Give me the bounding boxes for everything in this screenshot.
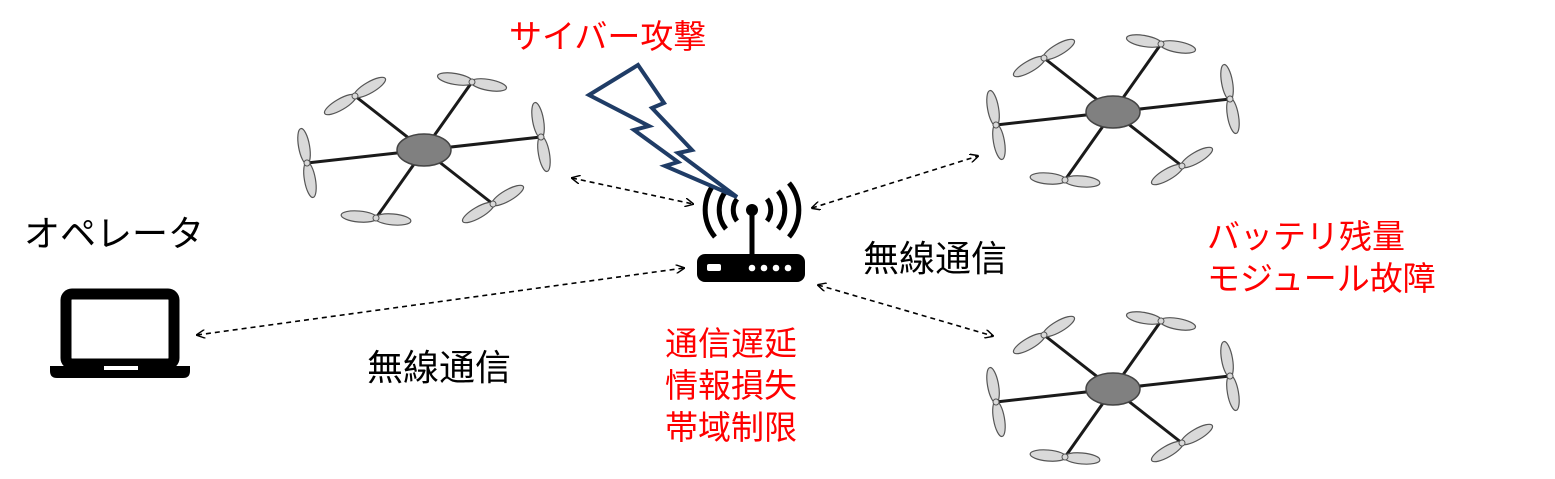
operator-label: オペレータ [24,214,205,255]
link-arrow-router-drone3 [818,285,993,336]
hexacopter-icon [296,71,553,227]
hexacopter-icon [985,33,1242,189]
network-issues-list: 通信遅延 情報損失 帯域制限 [665,323,797,449]
wireless-label-right: 無線通信 [863,239,1008,280]
issue-latency: 通信遅延 [665,324,797,363]
issue-battery-level: バッテリ残量 [1207,217,1405,256]
link-arrow-laptop-router [197,268,684,335]
laptop-icon [50,288,190,378]
hexacopter-icon [985,310,1242,466]
link-arrow-router-drone2 [812,156,978,208]
issue-data-loss: 情報損失 [665,366,797,405]
issue-bandwidth-limit: 帯域制限 [665,408,797,447]
lightning-bolt-icon [584,62,739,199]
link-arrow-drone1-router [572,178,693,204]
wireless-label-left: 無線通信 [367,348,512,389]
wifi-router-icon [697,181,805,282]
cyber-attack-label: サイバー攻撃 [509,17,707,56]
issue-module-failure: モジュール故障 [1207,259,1436,298]
drone-issues-list: バッテリ残量 モジュール故障 [1207,216,1436,300]
